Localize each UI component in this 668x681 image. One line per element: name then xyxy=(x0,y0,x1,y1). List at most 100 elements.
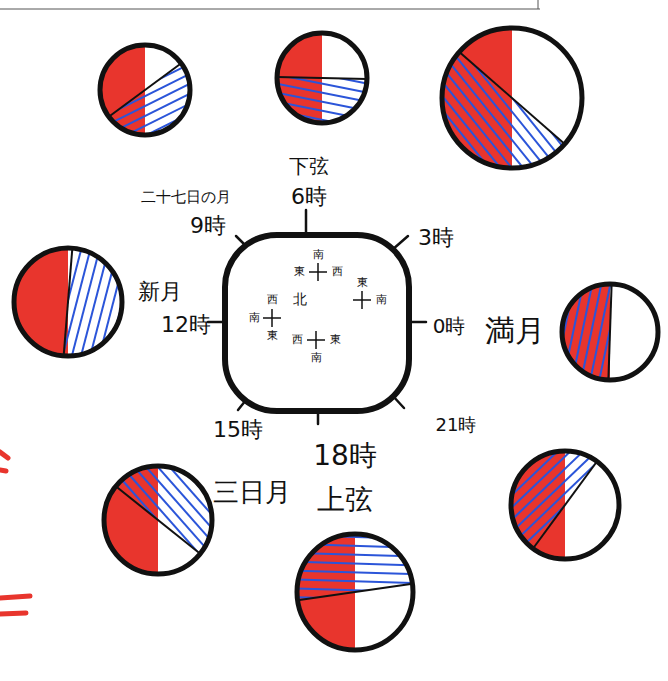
moon xyxy=(475,419,668,608)
red-mark xyxy=(0,470,6,471)
hatch-line xyxy=(0,242,10,351)
time-label: 3時 xyxy=(418,226,454,250)
hatch-line xyxy=(82,514,178,596)
hatch-line xyxy=(65,4,147,70)
hatch-line xyxy=(277,57,367,75)
hatch-line xyxy=(278,12,368,30)
hatch-line xyxy=(293,554,411,591)
divider-line xyxy=(608,284,611,380)
compass-label: 東 xyxy=(267,330,278,342)
hatch-line xyxy=(53,550,149,632)
compass-label: 南 xyxy=(376,294,387,306)
divider-line xyxy=(109,63,181,116)
hatch-line xyxy=(511,0,632,85)
shadow-half xyxy=(297,534,355,650)
compass-cross xyxy=(361,291,363,309)
red-mark xyxy=(0,596,30,598)
phase-name: 満月 xyxy=(485,314,545,347)
hatch-line xyxy=(70,529,166,611)
phase-name: 三日月 xyxy=(213,478,291,507)
compass-cross xyxy=(315,331,317,349)
moon xyxy=(276,0,369,138)
hatch-line xyxy=(662,286,668,383)
hatch-line xyxy=(295,563,413,600)
hatch-line xyxy=(277,75,367,93)
hatch-line xyxy=(416,83,537,194)
hatch-line xyxy=(304,625,422,662)
hatch-line xyxy=(123,83,205,149)
time-label: 21時 xyxy=(436,415,477,435)
shadow-half xyxy=(14,248,68,356)
hatch-line xyxy=(608,284,628,381)
time-label: 6時 xyxy=(291,185,327,209)
shadow-half xyxy=(100,45,145,135)
earth-circle: 南東西西北東南南東西東南 xyxy=(222,232,412,414)
time-label: 9時 xyxy=(190,214,226,238)
hatch-line xyxy=(278,3,368,21)
hatch-line xyxy=(307,652,425,681)
shadow-half xyxy=(104,466,158,574)
hatch-line xyxy=(562,483,641,581)
hatch-line xyxy=(398,103,519,214)
compass-label: 東 xyxy=(294,266,305,278)
moon-outline xyxy=(277,33,367,123)
hatch-line xyxy=(129,90,211,156)
hatch-line xyxy=(581,283,601,380)
hatch-line xyxy=(276,84,366,102)
hatch-line xyxy=(59,0,141,62)
divider-line xyxy=(116,486,200,553)
divider-line xyxy=(64,248,73,356)
moon xyxy=(59,0,216,164)
moon-outline xyxy=(511,451,619,559)
pole-label: 北 xyxy=(293,292,307,307)
moon xyxy=(545,282,668,383)
hatch-line xyxy=(277,48,367,66)
compass-label: 西 xyxy=(332,266,343,278)
top-rule xyxy=(0,9,540,10)
hatch-line xyxy=(279,0,369,12)
hatch-line xyxy=(121,465,217,547)
hatch-line xyxy=(617,284,637,381)
red-mark xyxy=(0,613,26,614)
moon xyxy=(0,240,144,361)
moon-outline xyxy=(297,534,413,650)
compass-cross xyxy=(271,309,273,327)
compass-label: 南 xyxy=(249,312,260,324)
divider-line xyxy=(533,461,597,548)
hatch-line xyxy=(277,66,367,84)
moon-outline xyxy=(104,466,212,574)
hatch-line xyxy=(451,42,572,153)
hatch-line xyxy=(410,90,531,201)
moon xyxy=(392,0,650,221)
hatch-line xyxy=(511,445,590,543)
hatch-line xyxy=(134,98,216,164)
moon-outline xyxy=(562,284,658,380)
hatch-line xyxy=(36,246,64,355)
hatch-line xyxy=(590,283,610,380)
hatch-line xyxy=(81,25,163,91)
moon xyxy=(53,430,245,632)
compass-label: 西 xyxy=(292,334,303,346)
divider-line xyxy=(459,52,564,144)
divider-line xyxy=(277,77,367,79)
hatch-line xyxy=(457,36,578,147)
compass-label: 南 xyxy=(313,249,324,261)
hatch-line xyxy=(298,590,416,627)
hatch-line xyxy=(475,419,554,517)
top-rule xyxy=(538,0,539,9)
phase-name: 下弦 xyxy=(289,155,329,177)
compass-label: 東 xyxy=(330,334,341,346)
hatch-line xyxy=(493,0,614,106)
time-label: 18時 xyxy=(313,441,377,472)
hatch-line xyxy=(297,581,415,618)
hatch-line xyxy=(577,493,656,591)
hatch-line xyxy=(309,661,427,681)
hatch-line xyxy=(463,29,584,140)
hatch-line xyxy=(528,0,649,65)
time-label: 15時 xyxy=(213,418,263,442)
hatch-line xyxy=(487,2,608,113)
moon-outline xyxy=(100,45,190,135)
hatch-line xyxy=(0,241,1,350)
moon-outline xyxy=(14,248,122,356)
divider-line xyxy=(298,584,413,601)
